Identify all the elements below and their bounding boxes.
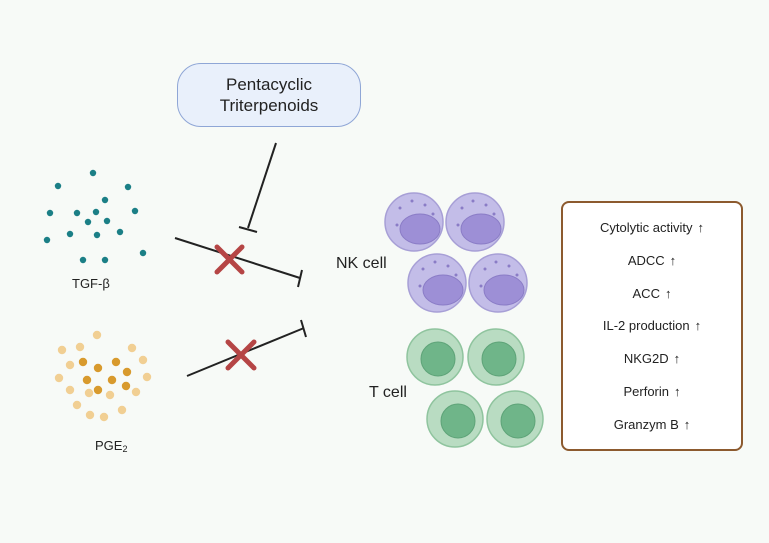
up-arrow-icon: ↑ xyxy=(674,384,681,400)
pge2-molecule xyxy=(131,387,141,397)
pge2-molecule xyxy=(127,343,137,353)
nk-cell-1 xyxy=(384,192,444,252)
tgf-beta-molecule xyxy=(139,249,147,257)
effect-item: ADCC↑ xyxy=(628,253,676,268)
up-arrow-icon: ↑ xyxy=(683,416,691,432)
pge2-molecule xyxy=(57,345,67,355)
effect-text: NKG2D xyxy=(623,351,669,367)
inhibitor-line-bar xyxy=(238,226,258,233)
pge2-molecules xyxy=(54,330,152,422)
effect-item: Perforin↑ xyxy=(623,384,680,399)
effect-text: ACC xyxy=(632,285,660,301)
cross-mark-pge xyxy=(225,339,257,371)
effect-text: Perforin xyxy=(623,384,670,400)
up-arrow-icon: ↑ xyxy=(673,351,681,367)
pge2-molecule xyxy=(92,330,102,340)
tgf-beta-molecule xyxy=(93,231,101,239)
up-arrow-icon: ↑ xyxy=(664,285,672,301)
t-cell-2 xyxy=(467,328,525,386)
up-arrow-icon: ↑ xyxy=(669,252,677,268)
tgf-beta-molecule xyxy=(73,209,81,217)
t-cell-4 xyxy=(486,390,544,448)
effect-text: ADCC xyxy=(627,252,665,268)
effect-text: Granzym B xyxy=(613,416,679,432)
pge2-molecule xyxy=(122,367,132,377)
tgf-beta-molecule xyxy=(79,256,87,264)
tgf-beta-molecule xyxy=(131,207,139,215)
t-cell-label: T cell xyxy=(369,384,407,401)
pge2-molecule xyxy=(54,373,64,383)
effect-text: IL-2 production xyxy=(602,318,690,334)
t-cell-1 xyxy=(406,328,464,386)
tgf-beta-molecule xyxy=(124,183,132,191)
inhibitor-label-line1: Pentacyclic xyxy=(226,75,312,94)
tgf-beta-molecule xyxy=(89,169,97,177)
tgf-beta-molecules xyxy=(43,169,147,264)
nk-cell-3 xyxy=(407,253,467,313)
pge2-molecule xyxy=(72,400,82,410)
effect-item: IL-2 production↑ xyxy=(603,318,701,333)
tgf-beta-label: TGF-β xyxy=(72,276,110,291)
tgf-inhibition-line xyxy=(174,237,301,279)
t-cell-3 xyxy=(426,390,484,448)
pge2-molecule xyxy=(75,342,85,352)
pge2-label-main: PGE xyxy=(95,438,123,453)
cross-mark-tgf xyxy=(214,244,245,275)
pge2-molecule xyxy=(107,375,117,385)
up-arrow-icon: ↑ xyxy=(694,318,702,334)
pge2-molecule xyxy=(138,355,148,365)
pge-inhibition-bar xyxy=(300,319,307,338)
pge2-molecule xyxy=(78,357,88,367)
pge2-molecule xyxy=(82,375,92,385)
tgf-beta-molecule xyxy=(43,236,51,244)
pge2-label: PGE2 xyxy=(95,438,127,454)
tgf-beta-molecule xyxy=(46,209,54,217)
pge2-molecule xyxy=(105,390,115,400)
effects-box: Cytolytic activity↑ADCC↑ACC↑IL-2 product… xyxy=(561,201,743,451)
effect-text: Cytolytic activity xyxy=(600,219,693,235)
pge2-molecule xyxy=(85,410,95,420)
pge2-molecule xyxy=(84,388,94,398)
pge2-molecule xyxy=(142,372,152,382)
tgf-beta-molecule xyxy=(101,256,109,264)
tgf-beta-molecule xyxy=(92,208,100,216)
pge2-label-subscript: 2 xyxy=(122,444,128,454)
nk-cell-2 xyxy=(445,192,505,252)
pge2-molecule xyxy=(121,381,131,391)
pge2-molecule xyxy=(65,360,75,370)
inhibitor-label-line2: Triterpenoids xyxy=(219,96,319,115)
pge2-molecule xyxy=(93,385,103,395)
pge2-molecule xyxy=(99,412,109,422)
tgf-beta-molecule xyxy=(84,218,92,226)
effect-item: Granzym B↑ xyxy=(614,417,691,432)
nk-cell-label: NK cell xyxy=(336,255,387,272)
tgf-beta-molecule xyxy=(116,228,124,236)
nk-cell-4 xyxy=(468,253,528,313)
tgf-beta-molecule xyxy=(66,230,74,238)
pge2-molecule xyxy=(117,405,127,415)
up-arrow-icon: ↑ xyxy=(697,219,704,235)
effect-item: NKG2D↑ xyxy=(624,351,680,366)
inhibitor-line xyxy=(247,142,277,229)
pge2-molecule xyxy=(111,357,121,367)
tgf-inhibition-bar xyxy=(297,269,303,288)
effect-item: ACC↑ xyxy=(633,286,672,301)
tgf-beta-molecule xyxy=(103,217,111,225)
effect-item: Cytolytic activity↑ xyxy=(600,220,704,235)
tgf-beta-molecule xyxy=(54,182,62,190)
tgf-beta-molecule xyxy=(101,196,109,204)
pentacyclic-triterpenoids-box: Pentacyclic Triterpenoids xyxy=(177,63,361,127)
pge2-molecule xyxy=(93,363,103,373)
pge2-molecule xyxy=(65,385,75,395)
